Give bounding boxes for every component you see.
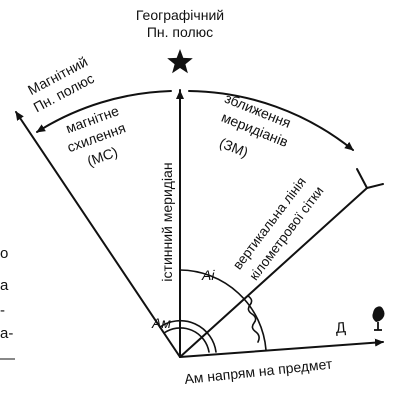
wave-mark — [247, 295, 260, 343]
margin-fragment: о — [0, 245, 8, 262]
convergence-arc — [188, 90, 354, 151]
angle-am-label: Ам — [151, 315, 171, 331]
angle-arc-ai — [179, 269, 267, 351]
direction-line — [179, 338, 384, 358]
star-icon — [167, 49, 193, 74]
convergence-abbr: (ЗМ) — [217, 134, 250, 160]
direction-label: Ам напрям на предмет — [184, 355, 334, 386]
angle-ai-label: Аі — [201, 267, 215, 283]
magnetic-north-line — [15, 111, 181, 358]
object-letter-label: Д — [335, 319, 347, 337]
true-meridian-label: істинний меридіан — [159, 162, 175, 281]
left-margin-text: о а - а- — — [0, 245, 15, 367]
declination-arc — [36, 90, 172, 133]
grid-north-mark — [356, 168, 384, 189]
geo-pole-label-2: Пн. полюс — [147, 24, 213, 40]
grid-line — [179, 187, 368, 358]
angle-arc-am-inner — [163, 327, 210, 353]
margin-fragment: - — [0, 302, 5, 319]
margin-fragment: а- — [0, 325, 13, 342]
angle-arc-am — [159, 319, 217, 353]
margin-fragment: а — [0, 277, 9, 294]
margin-fragment: — — [0, 350, 15, 367]
object-icon — [372, 306, 385, 331]
geo-pole-label: Географічний — [136, 7, 224, 23]
